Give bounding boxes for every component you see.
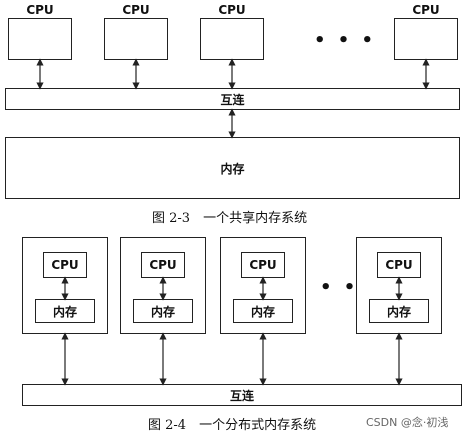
node-cpu-label: CPU (385, 258, 413, 272)
cpu-label-3: CPU (218, 3, 246, 17)
cpu-label-4: CPU (412, 3, 440, 17)
interconnect-label-distributed: 互连 (229, 388, 254, 403)
interconnect-label: 互连 (220, 92, 245, 107)
node-cpu-label: CPU (249, 258, 277, 272)
cpu-label-2: CPU (122, 3, 150, 17)
node-memory-2: 内存 (133, 299, 193, 323)
node-cpu-label: CPU (51, 258, 79, 272)
node-memory-4: 内存 (369, 299, 429, 323)
node-memory-label: 内存 (386, 304, 411, 319)
cpu-box-2 (104, 18, 168, 60)
node-cpu-1: CPU (43, 252, 87, 278)
caption-figure-2-4: 图 2-4 一个分布式内存系统 (148, 418, 317, 433)
node-memory-label: 内存 (250, 304, 275, 319)
cpu-box-3 (200, 18, 264, 60)
caption-figure-2-3: 图 2-3 一个共享内存系统 (152, 211, 308, 226)
memory-label: 内存 (220, 161, 245, 176)
cpu-label-1: CPU (26, 3, 54, 17)
node-memory-label: 内存 (52, 304, 77, 319)
cpu-box-1 (8, 18, 72, 60)
node-cpu-2: CPU (141, 252, 185, 278)
cpu-box-4 (394, 18, 458, 60)
node-cpu-4: CPU (377, 252, 421, 278)
node-memory-label: 内存 (150, 304, 175, 319)
cpu-ellipsis: • • • (314, 30, 377, 51)
interconnect-bar-distributed: 互连 (22, 384, 462, 406)
node-memory-1: 内存 (35, 299, 95, 323)
node-cpu-label: CPU (149, 258, 177, 272)
node-cpu-3: CPU (241, 252, 285, 278)
watermark: CSDN @念·初浅 (366, 416, 449, 429)
